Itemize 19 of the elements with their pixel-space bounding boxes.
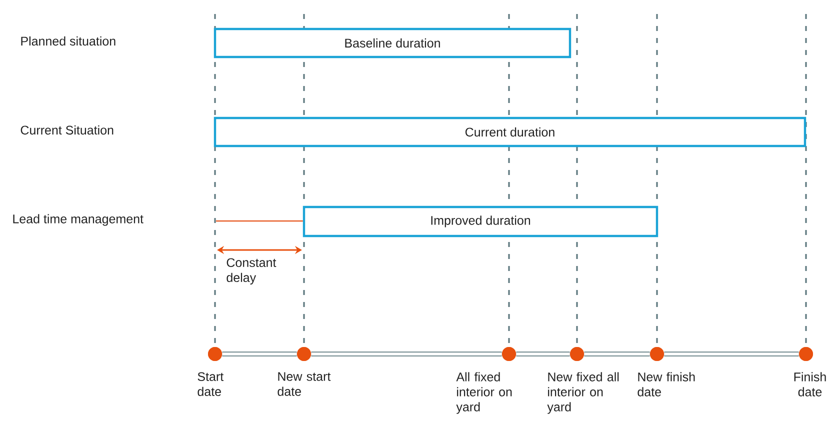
dimension-label: Constant delay <box>226 258 276 284</box>
duration-bar: Baseline duration <box>214 28 572 58</box>
row-label: Planned situation <box>21 36 116 46</box>
row-label: Current Situation <box>20 125 114 135</box>
connector <box>222 352 297 356</box>
duration-bar: Improved duration <box>302 206 658 238</box>
connector <box>584 352 650 356</box>
milestone-label: New start date <box>278 372 331 396</box>
connector <box>664 352 799 356</box>
milestone-label: New finish date <box>638 372 695 396</box>
connector <box>216 220 303 222</box>
connector <box>516 352 570 356</box>
milestone-label: All fixed interior on yard <box>456 372 512 414</box>
milestone-label: Finish date <box>794 372 826 396</box>
milestone-label: Start date <box>198 372 224 396</box>
milestone-label: New fixed all interior on yard <box>547 372 619 414</box>
duration-bar: Current duration <box>214 116 806 148</box>
connector <box>311 352 502 356</box>
row-label: Lead time management <box>13 214 144 226</box>
